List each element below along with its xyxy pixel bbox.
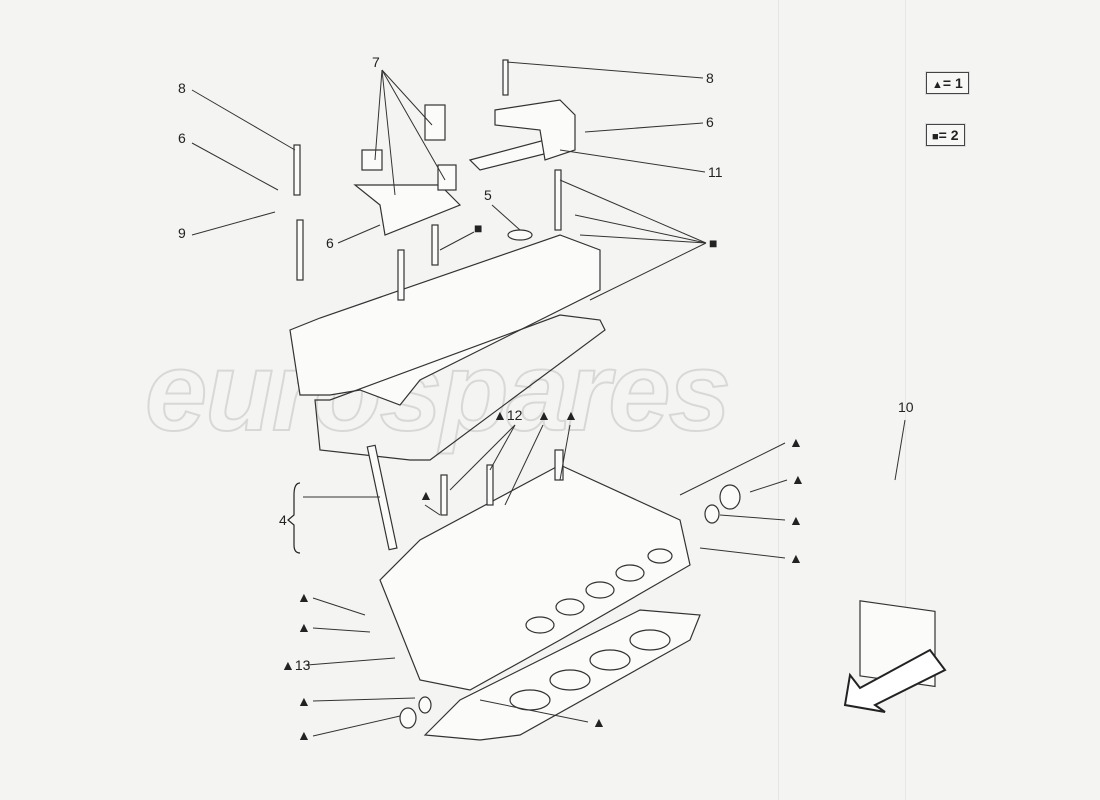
callout-group: 8 6 9 7 8 6 11 5 ■ 6 ■ ▲12 ▲ ▲ 4 ▲ ▲ ▲ ▲ ▲ 10 ▲ ▲ ▲13 ▲ ▲ ▲ (178, 54, 914, 743)
part-callout-label: 6 (326, 235, 334, 251)
legend-text: = 2 (938, 127, 959, 143)
leader-line (374, 69, 383, 161)
leader-line (312, 697, 416, 702)
part-callout-label: 5 (484, 187, 492, 203)
bracket (494, 99, 576, 161)
part-callout-label: 7 (372, 54, 380, 70)
plug (719, 484, 741, 510)
leader-line (381, 69, 433, 126)
leader-line (381, 69, 396, 196)
cylinder-head-cover (289, 234, 601, 406)
leader-line (699, 547, 786, 559)
head-bolt (366, 444, 398, 551)
stud (296, 219, 304, 281)
square-symbol: ■ (932, 131, 939, 143)
part-callout-label: ▲ (297, 619, 311, 635)
leader-line (574, 214, 707, 244)
part-callout-label: 4 (279, 512, 287, 528)
leader-line (312, 627, 371, 633)
leader-line (312, 597, 366, 616)
o-ring (704, 504, 720, 524)
leader-line (191, 142, 279, 191)
page-divider (905, 0, 906, 800)
leader-line (559, 424, 571, 481)
part-callout-label: ■ (709, 235, 717, 251)
stud (397, 249, 405, 301)
leader-line (894, 419, 906, 481)
part-callout-label: ▲ (789, 434, 803, 450)
part-callout-label: ■ (474, 220, 482, 236)
leader-line (191, 89, 296, 151)
seal (507, 229, 533, 241)
part-callout-label: 9 (178, 225, 186, 241)
sensor (361, 149, 383, 171)
part-callout-label: ▲ (297, 693, 311, 709)
leader-line (424, 504, 441, 516)
part-callout-label: ▲ (564, 407, 578, 423)
leader-line (489, 424, 516, 471)
part-callout-label: 11 (708, 164, 723, 180)
bolt (486, 464, 494, 506)
leader-line (479, 699, 589, 723)
part-callout-label: 6 (178, 130, 186, 146)
part-callout-label: ▲ (297, 727, 311, 743)
leader-line (584, 122, 704, 133)
part-callout-label: 6 (706, 114, 714, 130)
leader-line (491, 204, 521, 231)
leader-line (337, 224, 381, 244)
o-ring (418, 696, 432, 714)
part-callout-label: ▲ (789, 512, 803, 528)
part-callout-label: 10 (898, 399, 914, 415)
page-divider (778, 0, 779, 800)
plug (399, 707, 417, 729)
leader-line (191, 211, 276, 236)
bolt (431, 224, 439, 266)
part-callout-label: 8 (706, 70, 714, 86)
bracket (353, 184, 462, 236)
part-callout-label: ▲ (791, 471, 805, 487)
stud (293, 144, 301, 196)
part-callout-label: ▲ (789, 550, 803, 566)
group-brace (287, 482, 301, 554)
engine-parts (289, 59, 936, 741)
dowel (554, 449, 564, 481)
leader-line (312, 715, 401, 737)
legend-square: ■= 2 (926, 124, 965, 146)
orientation-arrow (843, 648, 947, 713)
cover-gasket (314, 314, 606, 461)
part-callout-label: ▲12 (493, 407, 523, 423)
leader-line (506, 61, 704, 79)
leader-line (719, 514, 786, 521)
leader-line (504, 424, 544, 506)
leader-line (679, 442, 786, 496)
part-callout-label: ▲13 (281, 657, 311, 673)
legend-text: = 1 (942, 75, 963, 91)
sensor (424, 104, 446, 141)
legend-triangle: ▲= 1 (926, 72, 969, 94)
part-callout-label: 8 (178, 80, 186, 96)
triangle-symbol: ▲ (932, 79, 943, 91)
part-callout-label: ▲ (592, 714, 606, 730)
part-callout-label: ▲ (297, 589, 311, 605)
leader-line (439, 231, 475, 251)
part-callout-label: ▲ (419, 487, 433, 503)
leader-line (749, 479, 788, 493)
sensor (437, 164, 457, 191)
leader-line (559, 179, 707, 244)
bolt (440, 474, 448, 516)
stud (502, 59, 509, 96)
leader-line (559, 149, 706, 173)
leader-line (579, 234, 707, 244)
part-callout-label: ▲ (537, 407, 551, 423)
leader-line (589, 242, 707, 301)
leader-line (381, 69, 446, 181)
leader-line (449, 424, 516, 491)
leader-line (306, 657, 396, 666)
stud (554, 169, 562, 231)
